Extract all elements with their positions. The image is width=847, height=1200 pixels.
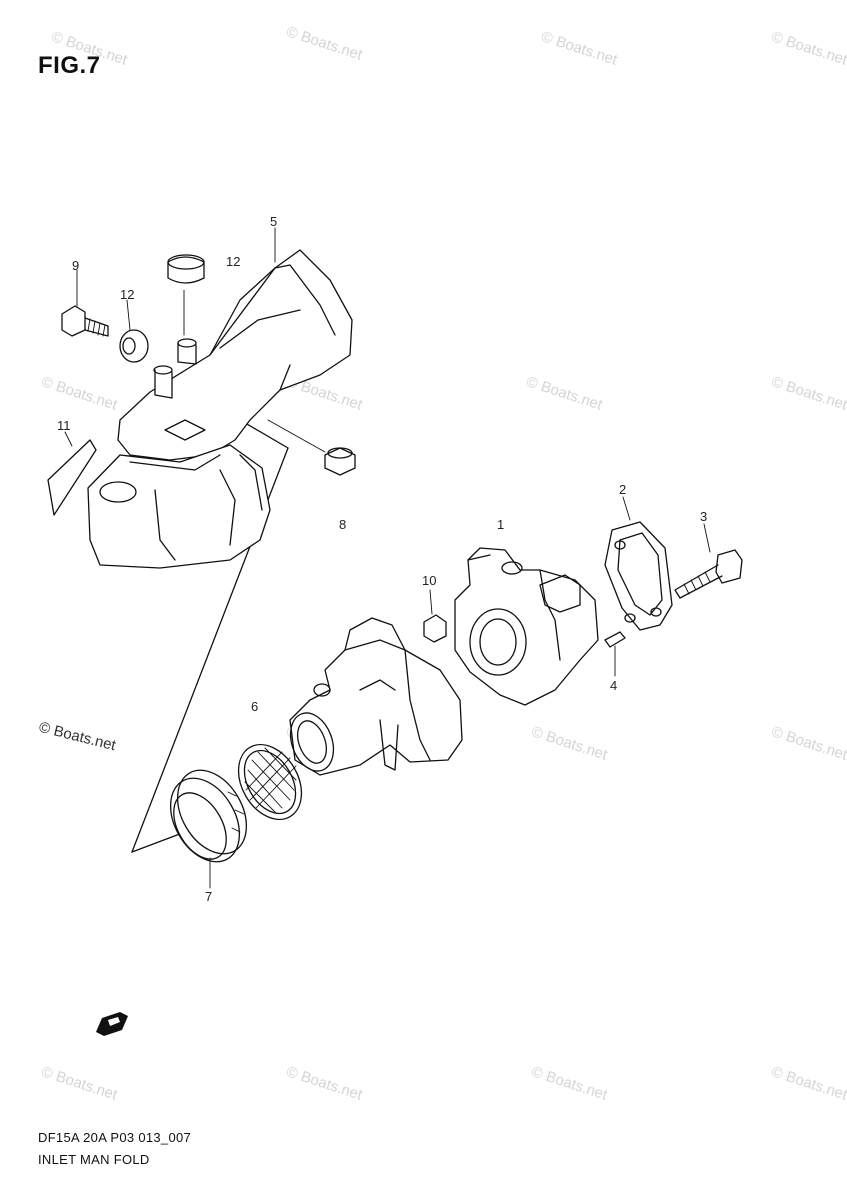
part-2-gasket [604, 496, 673, 631]
part-7-intake-ring [169, 769, 248, 889]
part-6-intake-manifold [289, 617, 463, 776]
callout-12-top: 12 [226, 254, 241, 269]
callout-6: 6 [251, 699, 259, 714]
callout-1: 1 [497, 517, 505, 532]
callout-3: 3 [700, 509, 708, 524]
callout-12: 12 [120, 287, 135, 302]
callout-10: 10 [422, 573, 437, 588]
callout-5: 5 [270, 214, 278, 229]
callout-9: 9 [72, 258, 80, 273]
callout-7: 7 [205, 889, 213, 904]
callout-8: 8 [339, 517, 347, 532]
callout-2: 2 [619, 482, 627, 497]
part-12-grommet [119, 329, 149, 363]
diagram-name: INLET MAN FOLD [38, 1152, 150, 1167]
part-10-nut [423, 589, 447, 643]
part-plug [267, 419, 356, 476]
screen-mesh [237, 743, 303, 821]
front-arrow-icon [92, 1006, 132, 1043]
figure-title: FIG.7 [38, 52, 101, 79]
part-12-grommet-top [167, 254, 205, 336]
diagram-code: DF15A 20A P03 013_007 [38, 1130, 192, 1145]
part-1-throttle-body [454, 547, 599, 706]
part-11-label [47, 431, 97, 516]
part-9-bolt [61, 269, 109, 337]
part-3-screw [674, 523, 743, 599]
part-5-silencer-case [87, 249, 353, 569]
callout-4: 4 [610, 678, 618, 693]
callout-11: 11 [57, 418, 71, 433]
part-4-pin [604, 631, 626, 677]
